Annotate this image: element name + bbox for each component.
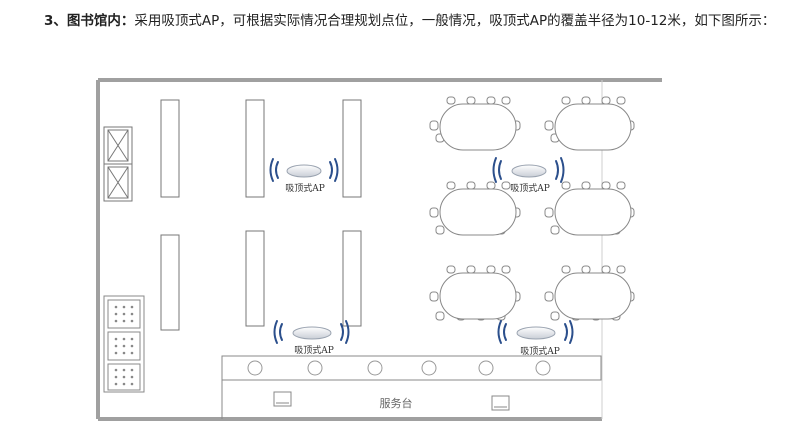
service-desk-label: 服务台	[380, 396, 413, 410]
ap-label: 吸顶式AP	[294, 344, 334, 356]
paragraph-text: 采用吸顶式AP，可根据实际情况合理规划点位，一般情况，吸顶式AP的覆盖半径为10…	[134, 13, 776, 29]
library-floor-plan: 服务台 吸顶式AP 吸顶式AP 吸顶式AP	[96, 78, 662, 421]
access-point-icon	[516, 326, 556, 340]
ceiling-ap-2: 吸顶式AP	[492, 157, 565, 194]
wifi-signal-icon	[269, 158, 339, 182]
service-desk: 服务台	[221, 355, 602, 419]
ceiling-ap-1: 吸顶式AP	[269, 158, 339, 194]
wifi-signal-icon	[273, 320, 350, 344]
ap-label: 吸顶式AP	[285, 182, 325, 194]
section-heading: 3、图书馆内：	[44, 13, 135, 29]
elevator-shafts	[103, 126, 133, 202]
ceiling-ap-3: 吸顶式AP	[273, 320, 350, 356]
outer-walls	[96, 78, 662, 421]
access-point-icon	[511, 164, 547, 178]
wifi-signal-icon	[497, 320, 574, 344]
ceiling-ap-4: 吸顶式AP	[497, 320, 574, 357]
intro-paragraph: 3、图书馆内：采用吸顶式AP，可根据实际情况合理规划点位，一般情况，吸顶式AP的…	[14, 10, 784, 33]
storage-lockers	[103, 295, 145, 393]
access-point-icon	[286, 164, 322, 178]
ap-label: 吸顶式AP	[510, 182, 550, 194]
access-point-icon	[292, 326, 332, 340]
bookshelves	[160, 99, 362, 331]
wifi-signal-icon	[492, 157, 565, 183]
ap-label: 吸顶式AP	[520, 345, 560, 357]
reading-tables	[429, 96, 635, 321]
